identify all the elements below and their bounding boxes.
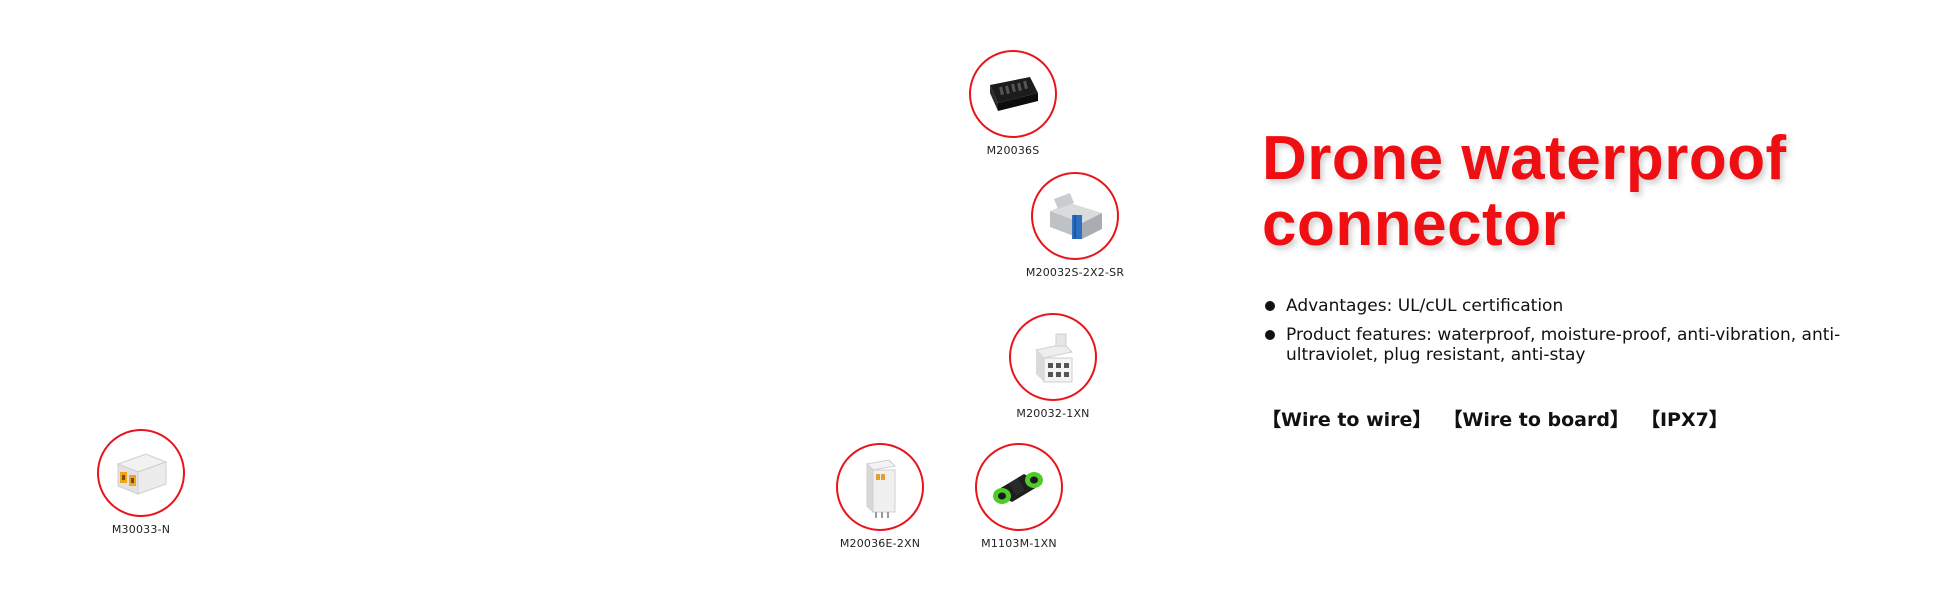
connector-blue-seal-icon bbox=[1050, 193, 1102, 239]
connector-black-icon bbox=[990, 77, 1038, 111]
product-m20032s-2x2-sr[interactable]: M20032S-2X2-SR bbox=[995, 172, 1155, 279]
bullet-icon bbox=[1265, 301, 1275, 311]
connector-orange-terminal-icon bbox=[116, 453, 168, 495]
product-m20036e-2xn[interactable]: M20036E-2XN bbox=[800, 443, 960, 550]
tag-wire-to-board: 【Wire to board】 bbox=[1443, 409, 1629, 431]
product-circle bbox=[975, 443, 1063, 531]
connector-white-tall-icon bbox=[865, 459, 897, 518]
headline-line-2: connector bbox=[1262, 190, 1567, 259]
product-circle bbox=[836, 443, 924, 531]
feature-item: Product features: waterproof, moisture-p… bbox=[1262, 325, 1902, 365]
headline-line-1: Drone waterproof bbox=[1262, 124, 1787, 193]
product-label: M1103M-1XN bbox=[981, 537, 1057, 550]
feature-text: Product features: waterproof, moisture-p… bbox=[1286, 325, 1841, 365]
feature-item: Advantages: UL/cUL certification bbox=[1262, 296, 1902, 316]
product-m1103m-1xn[interactable]: M1103M-1XN bbox=[939, 443, 1099, 550]
product-label: M30033-N bbox=[111, 523, 171, 536]
feature-list: Advantages: UL/cUL certification Product… bbox=[1262, 296, 1902, 365]
product-circle bbox=[97, 429, 185, 517]
product-label: M20036E-2XN bbox=[839, 537, 921, 550]
feature-text: Advantages: UL/cUL certification bbox=[1286, 296, 1564, 316]
product-circle bbox=[1009, 313, 1097, 401]
product-m30033-n[interactable]: M30033-N bbox=[61, 429, 221, 536]
tag-ipx7: 【IPX7】 bbox=[1640, 409, 1728, 431]
tag-wire-to-wire: 【Wire to wire】 bbox=[1262, 409, 1432, 431]
bullet-icon bbox=[1265, 330, 1275, 340]
connector-white-housing-icon bbox=[1034, 333, 1074, 383]
product-m20036s[interactable]: M20036S bbox=[933, 50, 1093, 157]
product-label: M20036S bbox=[986, 144, 1040, 157]
tag-row: 【Wire to wire】 【Wire to board】 【IPX7】 bbox=[1262, 405, 1902, 432]
product-label: M20032S-2X2-SR bbox=[1025, 266, 1125, 279]
info-panel: Drone waterproof connector Advantages: U… bbox=[1262, 126, 1902, 432]
product-m20032-1xn[interactable]: M20032-1XN bbox=[973, 313, 1133, 420]
product-label: M20032-1XN bbox=[1016, 407, 1090, 420]
product-circle bbox=[1031, 172, 1119, 260]
headline: Drone waterproof connector bbox=[1262, 126, 1902, 258]
connector-green-black-icon bbox=[993, 472, 1043, 504]
product-circle bbox=[969, 50, 1057, 138]
